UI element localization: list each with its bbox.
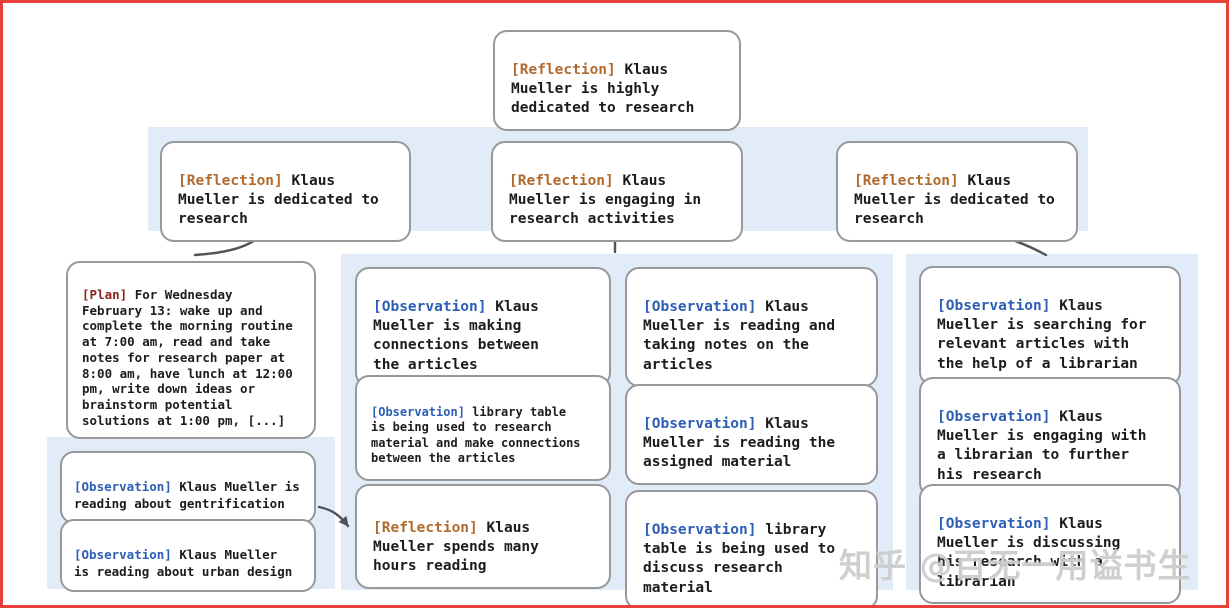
node-text: Klaus Mueller is reading about gentrific… — [74, 479, 300, 511]
reflection-tag: [Reflection] — [511, 62, 616, 79]
observation-tag: [Observation] — [643, 416, 757, 433]
node-text: Klaus Mueller is reading about urban des… — [74, 547, 293, 579]
node-text: Klaus Mueller is dedicated to research — [854, 173, 1055, 228]
observation-tag: [Observation] — [643, 299, 757, 316]
memory-node-observation-engaging-librarian: [Observation] Klaus Mueller is engaging … — [919, 377, 1181, 497]
reflection-tag: [Reflection] — [178, 173, 283, 190]
memory-node-reflection-left: [Reflection] Klaus Mueller is dedicated … — [160, 141, 411, 242]
node-text: Klaus Mueller is reading and taking note… — [643, 299, 836, 373]
observation-tag: [Observation] — [371, 404, 465, 419]
memory-node-observation-making-connections: [Observation] Klaus Mueller is making co… — [355, 267, 611, 387]
node-text: Klaus Mueller is reading the assigned ma… — [643, 416, 836, 471]
memory-node-observation-urban-design: [Observation] Klaus Mueller is reading a… — [60, 519, 316, 592]
memory-node-root-reflection: [Reflection] Klaus Mueller is highly ded… — [493, 30, 741, 131]
node-text: library table is being used to research … — [371, 404, 581, 466]
memory-node-reflection-middle: [Reflection] Klaus Mueller is engaging i… — [491, 141, 743, 242]
node-text: Klaus Mueller spends many hours reading — [373, 520, 539, 575]
observation-tag: [Observation] — [74, 479, 172, 495]
observation-tag: [Observation] — [937, 516, 1051, 533]
zhihu-watermark: 知乎 @百无一用谥书生 — [839, 546, 1192, 585]
memory-node-observation-gentrification: [Observation] Klaus Mueller is reading a… — [60, 451, 316, 524]
node-text: Klaus Mueller is making connections betw… — [373, 299, 539, 373]
memory-node-observation-taking-notes: [Observation] Klaus Mueller is reading a… — [625, 267, 878, 387]
memory-node-observation-discussing-research: [Observation] Klaus Mueller is discussin… — [919, 484, 1181, 604]
node-text: Klaus Mueller is engaging in research ac… — [509, 173, 702, 228]
observation-tag: [Observation] — [937, 409, 1051, 426]
memory-node-observation-library-table-research: [Observation] library table is being use… — [355, 375, 611, 481]
memory-node-plan: [Plan] For Wednesday February 13: wake u… — [66, 261, 316, 439]
node-text: Klaus Mueller is highly dedicated to res… — [511, 62, 695, 117]
node-text: Klaus Mueller is discussing his research… — [937, 516, 1121, 590]
memory-node-observation-library-table-discuss: [Observation] library table is being use… — [625, 490, 878, 605]
node-text: Klaus Mueller is searching for relevant … — [937, 298, 1147, 372]
observation-tag: [Observation] — [74, 547, 172, 563]
reflection-tag: [Reflection] — [373, 520, 478, 537]
memory-node-observation-assigned-material: [Observation] Klaus Mueller is reading t… — [625, 384, 878, 485]
node-text: Klaus Mueller is dedicated to research — [178, 173, 379, 228]
reflection-tag: [Reflection] — [854, 173, 959, 190]
observation-tag: [Observation] — [937, 298, 1051, 315]
node-text: library table is being used to discuss r… — [643, 522, 836, 596]
node-text: Klaus Mueller is engaging with a librari… — [937, 409, 1147, 483]
observation-tag: [Observation] — [643, 522, 757, 539]
plan-tag: [Plan] — [82, 286, 128, 302]
memory-node-observation-searching-articles: [Observation] Klaus Mueller is searching… — [919, 266, 1181, 386]
observation-tag: [Observation] — [373, 299, 487, 316]
reflection-tag: [Reflection] — [509, 173, 614, 190]
memory-node-reflection-right: [Reflection] Klaus Mueller is dedicated … — [836, 141, 1078, 242]
memory-node-reflection-hours-reading: [Reflection] Klaus Mueller spends many h… — [355, 484, 611, 589]
node-text: For Wednesday February 13: wake up and c… — [82, 286, 293, 428]
